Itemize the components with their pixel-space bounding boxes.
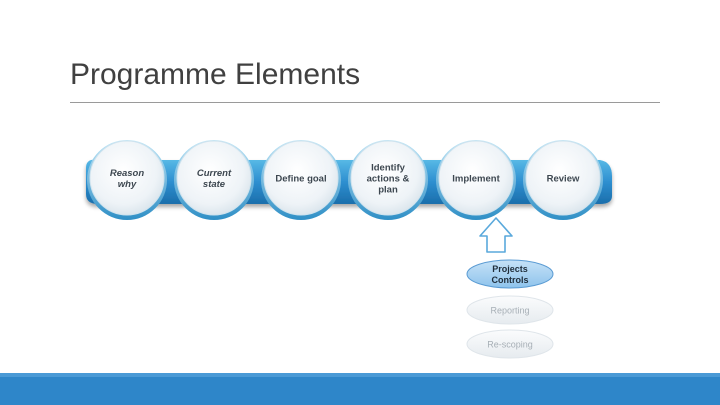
sub-element-oval	[466, 259, 554, 289]
footer-band-highlight	[0, 373, 720, 377]
step-circle	[438, 140, 514, 216]
sub-element-label: Re-scoping	[487, 340, 533, 350]
step-circle	[350, 140, 426, 216]
step-label: Current	[197, 168, 232, 179]
sub-element-oval	[466, 295, 554, 325]
sub-element-label: Reporting	[490, 306, 529, 316]
step-label: actions &	[367, 174, 410, 185]
step-label: Define goal	[275, 174, 326, 185]
step-label: Identify	[371, 163, 405, 174]
step-circle	[525, 140, 601, 216]
up-arrow-icon	[479, 217, 513, 253]
step-label: Reason	[110, 168, 145, 179]
sub-element-label: Projects	[492, 264, 528, 274]
step-circle	[89, 140, 165, 216]
sub-element: Reporting	[466, 295, 554, 325]
footer-band	[0, 373, 720, 405]
process-step: Define goal	[261, 140, 341, 220]
step-label: plan	[378, 185, 398, 196]
sub-element: Re-scoping	[466, 329, 554, 359]
sub-element-oval	[466, 329, 554, 359]
step-label: why	[118, 179, 137, 190]
sub-element-label: Controls	[492, 275, 529, 285]
slide-title: Programme Elements	[70, 58, 361, 91]
step-circle	[176, 140, 252, 216]
step-label: Review	[547, 174, 580, 185]
process-step: Review	[523, 140, 603, 220]
step-label: state	[203, 179, 226, 190]
title-divider	[70, 102, 660, 103]
step-circle	[263, 140, 339, 216]
process-step: Implement	[436, 140, 516, 220]
step-label: Implement	[452, 174, 500, 185]
